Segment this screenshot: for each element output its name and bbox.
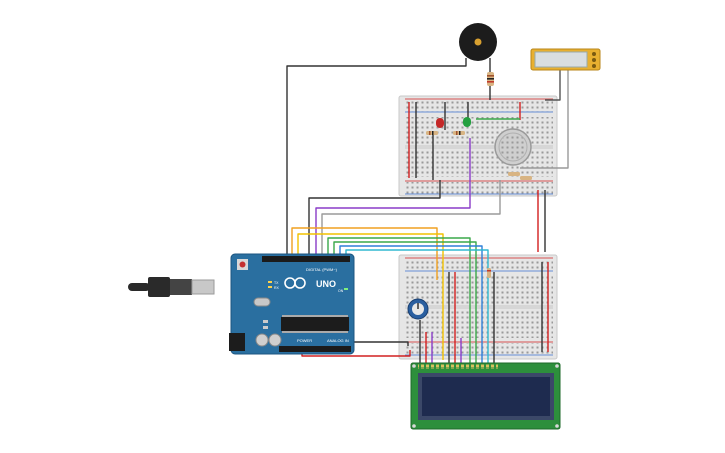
gas-sensor [494, 128, 532, 180]
tx-label: TX [274, 281, 279, 285]
multimeter [530, 48, 601, 71]
wire-yellow [297, 233, 444, 360]
bottom-resistor [487, 268, 491, 278]
uno-logo-text: UNO [316, 279, 336, 289]
wire-green-2 [333, 241, 477, 365]
usb-cable [128, 277, 215, 297]
bottom-breadboard [398, 254, 558, 360]
arduino-logo-icon [284, 277, 306, 289]
wire-orange [291, 227, 438, 280]
digital-label: DIGITAL (PWM~) [306, 267, 338, 272]
top-breadboard [398, 95, 558, 197]
power-label: POWER [297, 338, 312, 343]
arduino-uno: UNO DIGITAL (PWM~) POWER ANALOG IN TX RX… [229, 253, 355, 355]
led-green [453, 117, 471, 135]
lcd-16x2 [410, 362, 561, 430]
wire-purple [315, 138, 471, 258]
wire-buzzer-gnd [286, 58, 467, 258]
analog-label: ANALOG IN [327, 338, 349, 343]
led-red [426, 118, 444, 135]
wire-green-1 [327, 237, 471, 365]
wire-meter-black [545, 68, 561, 101]
wire-blue [339, 245, 483, 365]
on-label: ON [338, 289, 344, 293]
rx-label: RX [274, 286, 280, 290]
potentiometer [407, 298, 429, 320]
wire-gray-sensor [321, 180, 501, 258]
wires [286, 58, 569, 365]
wire-meter-gray [520, 68, 569, 169]
piezo-buzzer [459, 23, 497, 86]
